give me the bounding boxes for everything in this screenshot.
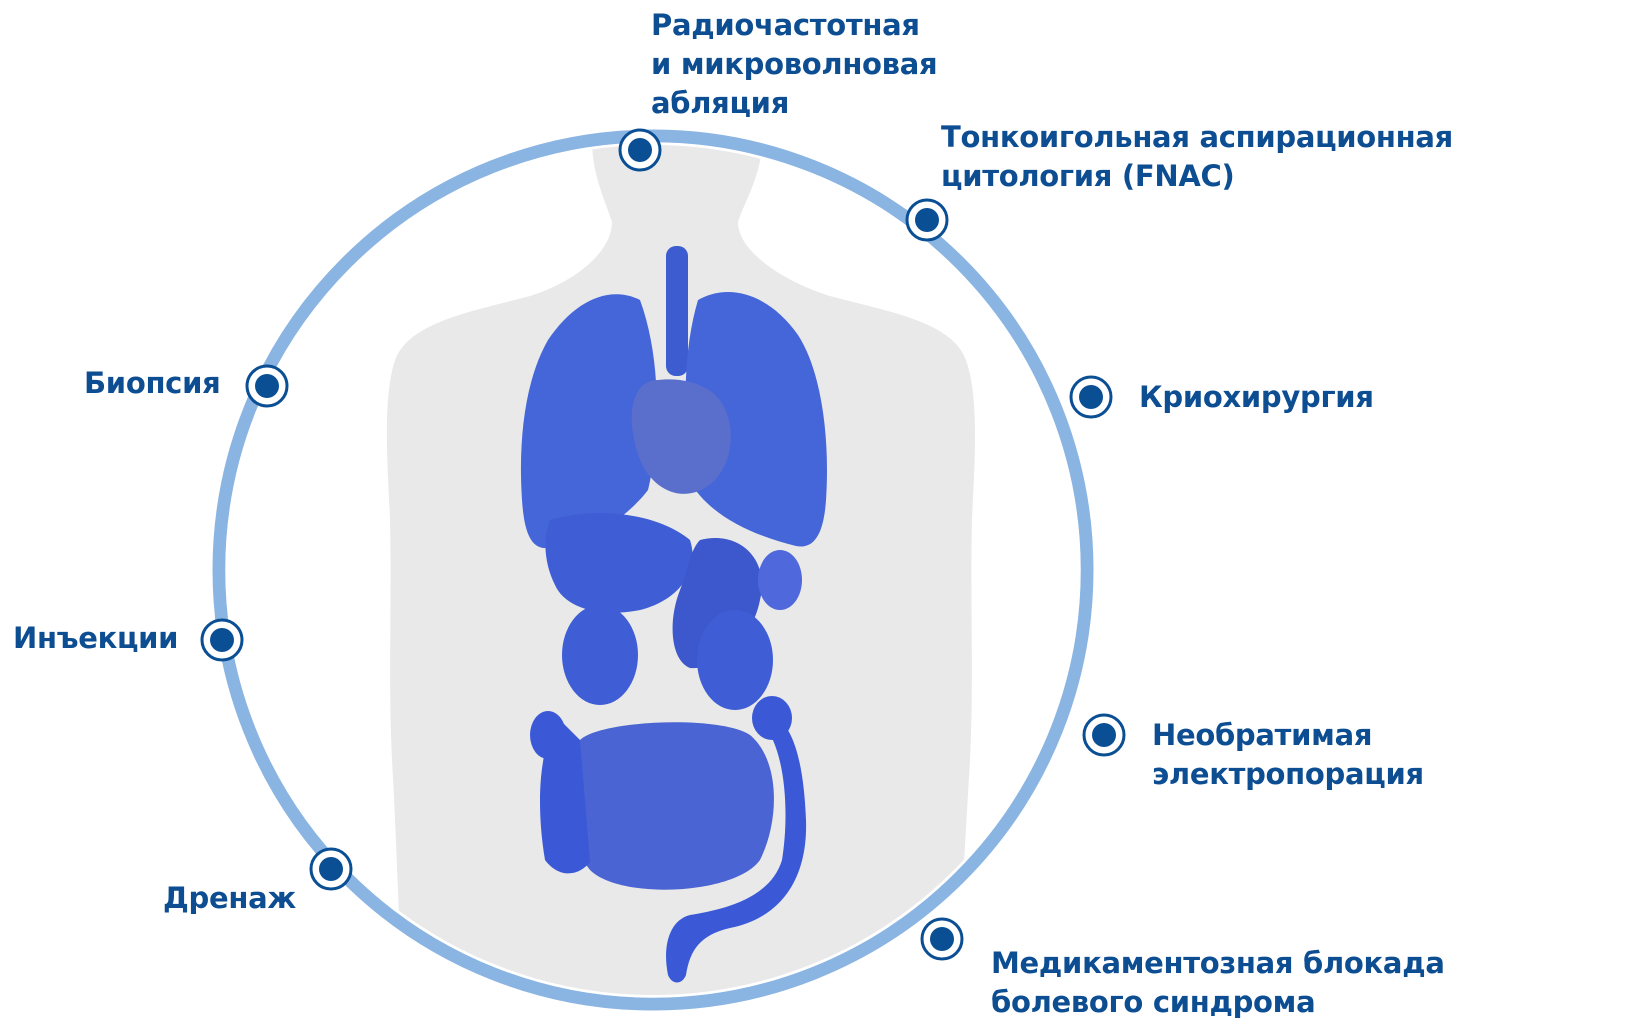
marker-ablation — [620, 130, 660, 170]
left-kidney — [562, 605, 638, 705]
marker-electroporation — [1084, 715, 1124, 755]
label-pain-block: Медикаментозная блокада болевого синдром… — [991, 944, 1445, 1022]
marker-pain-block — [922, 919, 962, 959]
right-kidney — [697, 610, 773, 710]
marker-dot-icon — [1079, 385, 1103, 409]
colon-segment — [530, 711, 566, 759]
marker-dot-icon — [628, 138, 652, 162]
label-cryosurgery: Криохирургия — [1139, 378, 1374, 417]
marker-dot-icon — [915, 208, 939, 232]
marker-fnac — [907, 200, 947, 240]
marker-cryosurgery — [1071, 377, 1111, 417]
colon-segment — [752, 696, 792, 740]
label-fnac: Тонкоигольная аспирационная цитология (F… — [941, 118, 1453, 196]
label-electroporation: Необратимая электропорация — [1152, 716, 1626, 794]
small-intestine — [568, 722, 774, 889]
marker-dot-icon — [930, 927, 954, 951]
trachea — [666, 246, 688, 376]
marker-dot-icon — [1092, 723, 1116, 747]
label-biopsy: Биопсия — [84, 364, 220, 403]
spleen — [758, 550, 802, 610]
marker-dot-icon — [255, 374, 279, 398]
label-drainage: Дренаж — [163, 879, 296, 918]
marker-dot-icon — [210, 628, 234, 652]
label-injections: Инъекции — [13, 619, 178, 658]
label-ablation: Радиочастотная и микроволновая абляция — [651, 6, 937, 123]
marker-biopsy — [247, 366, 287, 406]
marker-drainage — [311, 849, 351, 889]
marker-injections — [202, 620, 242, 660]
marker-dot-icon — [319, 857, 343, 881]
